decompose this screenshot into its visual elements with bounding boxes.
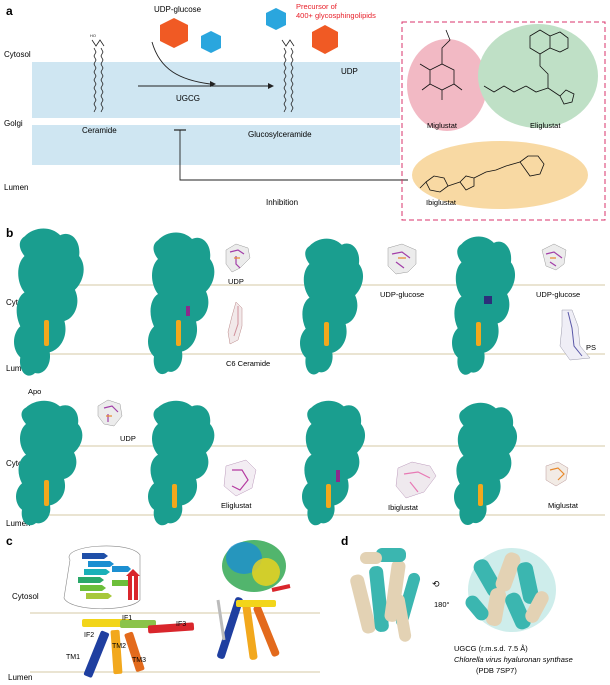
panel-d-letter: d: [341, 534, 348, 548]
ligand-label-udp-1: UDP: [228, 277, 244, 286]
cytosol-label-c: Cytosol: [12, 592, 39, 601]
panel-b-letter: b: [6, 226, 13, 240]
ceramide-label: Ceramide: [82, 126, 117, 135]
ligand-density-miglustat: [545, 461, 569, 487]
beta-sheet-diagram: [78, 553, 140, 600]
ligand-density-ps: [559, 309, 591, 361]
udp-hexagon-icon: [201, 31, 221, 53]
label-if1: IF1: [122, 615, 132, 622]
ligand-density-udp-1: [225, 243, 251, 273]
golgi-membrane-lower: [32, 125, 400, 165]
label-if3: IF3: [176, 621, 186, 628]
ligand-density-udp-glucose-2: [541, 243, 567, 271]
lumen-label-b1: Lumen: [6, 364, 30, 373]
ligand-label-ibiglustat: Ibiglustat: [388, 503, 419, 512]
label-if2: IF2: [84, 632, 94, 639]
helix-if3: [147, 622, 195, 634]
glucosylceramide-label: Glucosylceramide: [248, 130, 312, 139]
density-map-1: [14, 228, 84, 376]
lumen-label-b2: Lumen: [6, 519, 30, 528]
ligand-density-c6-ceramide: [227, 301, 243, 345]
ribbon-structure: [216, 540, 291, 660]
ligand-label-eliglustat: Eliglustat: [221, 501, 252, 510]
panel-c: c Cytosol Lumen: [6, 534, 320, 682]
panel-a-letter: a: [6, 4, 13, 18]
inhibition-line: [179, 130, 408, 181]
svg-text:HO: HO: [90, 33, 96, 38]
sugar-transfer-arrow: [151, 41, 211, 85]
density-map-4: [452, 236, 516, 375]
topology-outline: [63, 545, 141, 610]
ligand-density-ibiglustat: [395, 461, 437, 499]
golgi-membrane-upper: [32, 62, 400, 118]
ugcg-label: UGCG: [176, 94, 200, 103]
ligand-label-ps: PS: [586, 343, 596, 352]
miglustat-structure: [419, 29, 463, 100]
udp-glucose-label: UDP-glucose: [154, 5, 202, 14]
density-map-6: [148, 400, 215, 526]
eliglustat-structure: [483, 29, 575, 105]
ligand-label-miglustat: Miglustat: [548, 501, 579, 510]
ceramide-molecule: HO: [90, 33, 105, 113]
ibiglustat-structure: [419, 155, 545, 193]
ligand-label-udp-2: UDP: [120, 434, 136, 443]
density-map-3: [300, 238, 364, 375]
label-tm3: TM3: [132, 657, 146, 664]
panel-d: d ⟲ 180° UGCG (r.m.s.d. 7.5 Å) Chlorella…: [341, 534, 573, 675]
inhibition-label: Inhibition: [266, 198, 298, 207]
density-map-2: [148, 232, 215, 375]
helix-tm1: [83, 630, 110, 678]
ligand-label-udp-glucose-1: UDP-glucose: [380, 290, 424, 299]
superposition-view-2: [465, 548, 556, 632]
label-tm1: TM1: [66, 654, 80, 661]
density-map-7: [302, 400, 366, 526]
panel-c-letter: c: [6, 534, 13, 548]
caption-synthase: Chlorella virus hyaluronan synthase: [454, 655, 573, 664]
eliglustat-label: Eliglustat: [530, 121, 561, 130]
helix-diagram: [82, 619, 195, 678]
helix-tm3: [124, 631, 145, 672]
ligand-label-c6-ceramide: C6 Ceramide: [226, 359, 270, 368]
helix-if1: [120, 620, 156, 628]
ligand-label-udp-glucose-2: UDP-glucose: [536, 290, 580, 299]
caption-pdb: (PDB 7SP7): [476, 666, 517, 675]
ligand-density-udp-glucose-1: [387, 243, 417, 275]
golgi-label: Golgi: [4, 119, 23, 128]
helix-if2: [82, 619, 132, 627]
glucose-hexagon-icon: [160, 18, 188, 48]
label-tm2: TM2: [112, 643, 126, 650]
lumen-label-c: Lumen: [8, 673, 32, 682]
panel-a: a Cytosol Golgi Lumen HO Ceramide Glucos…: [4, 2, 606, 221]
precursor-label-1: Precursor of: [296, 2, 338, 11]
glucosylceramide-molecule: [281, 39, 295, 113]
eliglustat-ellipse: [478, 24, 598, 128]
precursor-label-2: 400+ glycosphingolipids: [296, 11, 376, 20]
superposition-view-1: [350, 548, 421, 642]
density-map-5: [16, 400, 83, 526]
udp-product-label: UDP: [341, 67, 358, 76]
caption-synthase-text: Chlorella virus hyaluronan synthase: [454, 655, 573, 664]
helix-tm2: [110, 629, 123, 675]
ligand-density-udp-2: [97, 399, 123, 427]
lumen-label-a: Lumen: [4, 183, 28, 192]
cytosol-label-a: Cytosol: [4, 50, 31, 59]
miglustat-ellipse: [407, 39, 487, 131]
density-map-8: [454, 402, 518, 526]
ibiglustat-ellipse: [412, 141, 588, 209]
caption-ugcg: UGCG (r.m.s.d. 7.5 Å): [454, 644, 528, 653]
panel-b: b Cytosol Lumen Cytosol Lumen: [6, 226, 605, 528]
ligand-density-eliglustat: [223, 459, 257, 497]
miglustat-label: Miglustat: [427, 121, 458, 130]
ibiglustat-label: Ibiglustat: [426, 198, 457, 207]
glucosyl-hexagon-icon: [266, 8, 286, 30]
apo-label: Apo: [28, 387, 41, 396]
udp-product-hexagon-icon: [312, 25, 338, 54]
rotation-icon: ⟲: [432, 579, 440, 589]
rotation-label: 180°: [434, 600, 450, 609]
